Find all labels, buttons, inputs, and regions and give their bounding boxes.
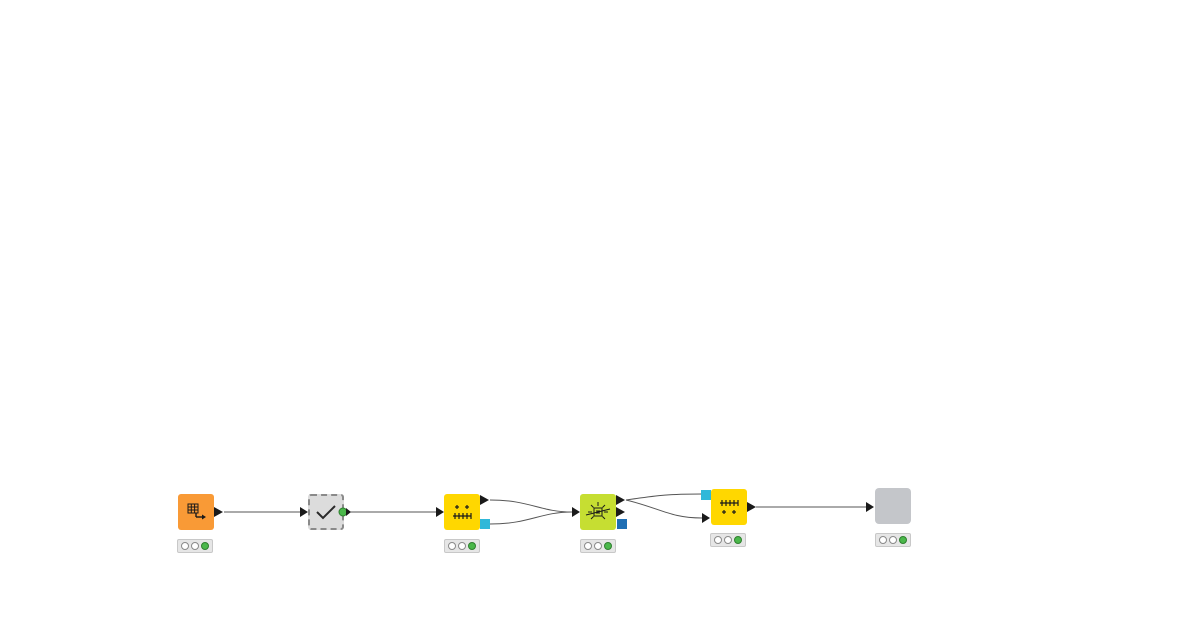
partition-icon: [453, 505, 472, 519]
node-status-indicator: [177, 539, 213, 553]
status-light-red: [448, 542, 456, 550]
input-port-arrow[interactable]: [436, 507, 444, 517]
node-status-indicator: [875, 533, 911, 547]
status-light-red: [879, 536, 887, 544]
output-port-arrow[interactable]: [214, 507, 224, 517]
partition-icon: [720, 500, 739, 514]
input-port-arrow[interactable]: [572, 507, 580, 517]
status-light-yellow: [458, 542, 466, 550]
status-light-green: [468, 542, 476, 550]
empty-node[interactable]: [875, 488, 911, 524]
node-status-indicator: [580, 539, 616, 553]
connection[interactable]: [489, 511, 573, 525]
node-status-indicator: [710, 533, 746, 547]
predictor-node[interactable]: [711, 489, 747, 525]
status-light-red: [181, 542, 189, 550]
model-output-port[interactable]: [617, 519, 627, 529]
status-light-green: [734, 536, 742, 544]
checkmark-icon: [316, 505, 336, 520]
partitioning-node[interactable]: [444, 494, 480, 530]
status-light-green: [899, 536, 907, 544]
connection[interactable]: [489, 499, 573, 513]
learner-node[interactable]: [580, 494, 616, 530]
connection[interactable]: [625, 493, 703, 501]
connection[interactable]: [625, 499, 703, 519]
status-light-green: [604, 542, 612, 550]
table-output-icon: [187, 503, 206, 520]
output-port-arrow[interactable]: [616, 495, 626, 505]
status-light-red: [584, 542, 592, 550]
input-port-arrow[interactable]: [300, 507, 308, 517]
component-output-port[interactable]: [338, 507, 352, 517]
status-light-yellow: [889, 536, 897, 544]
output-port-arrow[interactable]: [480, 495, 490, 505]
status-light-green: [201, 542, 209, 550]
input-port-arrow[interactable]: [702, 513, 710, 523]
flow-variable-output-port[interactable]: [480, 519, 490, 529]
table-creator-node[interactable]: [178, 494, 214, 530]
status-light-yellow: [594, 542, 602, 550]
status-light-red: [714, 536, 722, 544]
node-status-indicator: [444, 539, 480, 553]
output-port-arrow[interactable]: [747, 502, 757, 512]
input-port-arrow[interactable]: [866, 502, 874, 512]
learner-icon: [585, 502, 611, 520]
flow-variable-input-port[interactable]: [701, 490, 711, 500]
output-port-arrow[interactable]: [616, 507, 626, 517]
status-light-yellow: [191, 542, 199, 550]
status-light-yellow: [724, 536, 732, 544]
